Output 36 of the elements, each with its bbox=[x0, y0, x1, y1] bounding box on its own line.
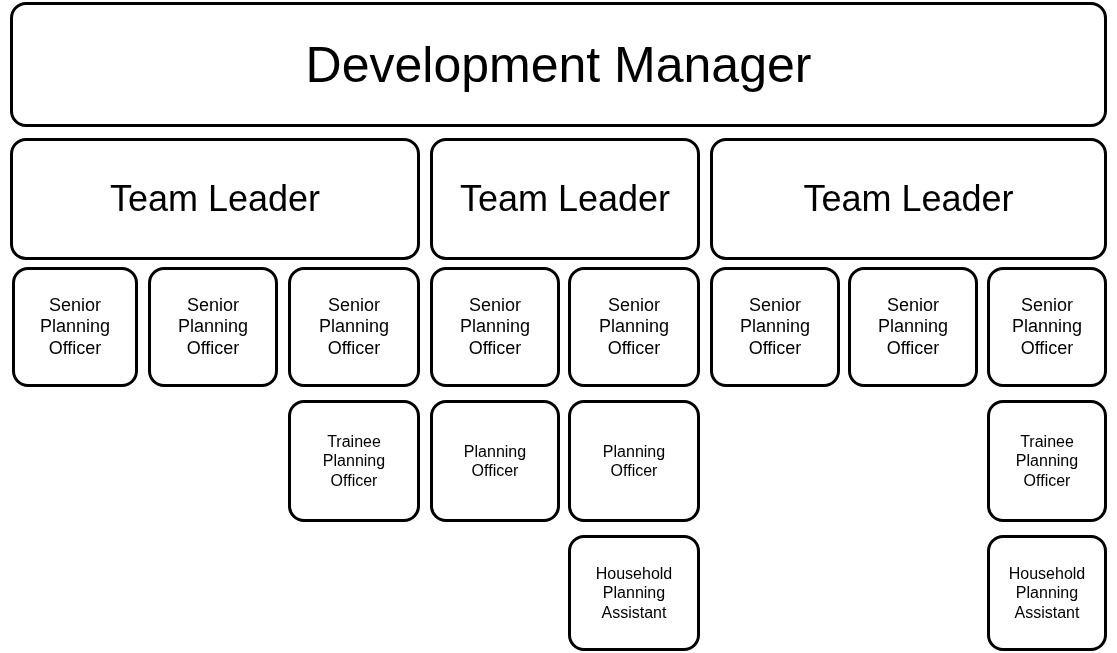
role-box bbox=[987, 267, 1107, 387]
role-box bbox=[987, 400, 1107, 522]
role-box bbox=[430, 267, 560, 387]
role-title: Planning Officer bbox=[462, 441, 528, 481]
role-title: Senior Planning Officer bbox=[876, 294, 950, 360]
role-title: Trainee Planning Officer bbox=[321, 432, 387, 490]
role-title: Team Leader bbox=[803, 177, 1014, 221]
manager-box bbox=[10, 2, 1107, 127]
role-title: Trainee Planning Officer bbox=[1014, 432, 1080, 490]
role-title: Senior Planning Officer bbox=[597, 294, 671, 360]
role-box bbox=[848, 267, 978, 387]
role-title: Senior Planning Officer bbox=[1010, 294, 1084, 360]
role-box bbox=[148, 267, 278, 387]
role-title: Household Planning Assistant bbox=[594, 564, 674, 622]
role-box bbox=[288, 400, 420, 522]
team-leader-box bbox=[710, 138, 1107, 260]
role-box bbox=[568, 400, 700, 522]
team-leader-box bbox=[430, 138, 700, 260]
team-leader-box bbox=[10, 138, 420, 260]
role-box bbox=[568, 267, 700, 387]
role-box bbox=[288, 267, 420, 387]
role-box bbox=[12, 267, 138, 387]
role-title: Team Leader bbox=[459, 177, 671, 221]
role-title: Team Leader bbox=[109, 177, 321, 221]
role-title: Senior Planning Officer bbox=[317, 294, 391, 360]
role-title: Senior Planning Officer bbox=[458, 294, 532, 360]
role-box bbox=[987, 535, 1107, 651]
role-title: Senior Planning Officer bbox=[38, 294, 112, 360]
role-title: Senior Planning Officer bbox=[738, 294, 812, 360]
role-title: Household Planning Assistant bbox=[1007, 564, 1087, 622]
role-box bbox=[430, 400, 560, 522]
role-title: Planning Officer bbox=[601, 441, 667, 481]
role-box bbox=[710, 267, 840, 387]
role-box bbox=[568, 535, 700, 651]
role-title: Development Manager bbox=[305, 35, 812, 95]
role-title: Senior Planning Officer bbox=[176, 294, 250, 360]
